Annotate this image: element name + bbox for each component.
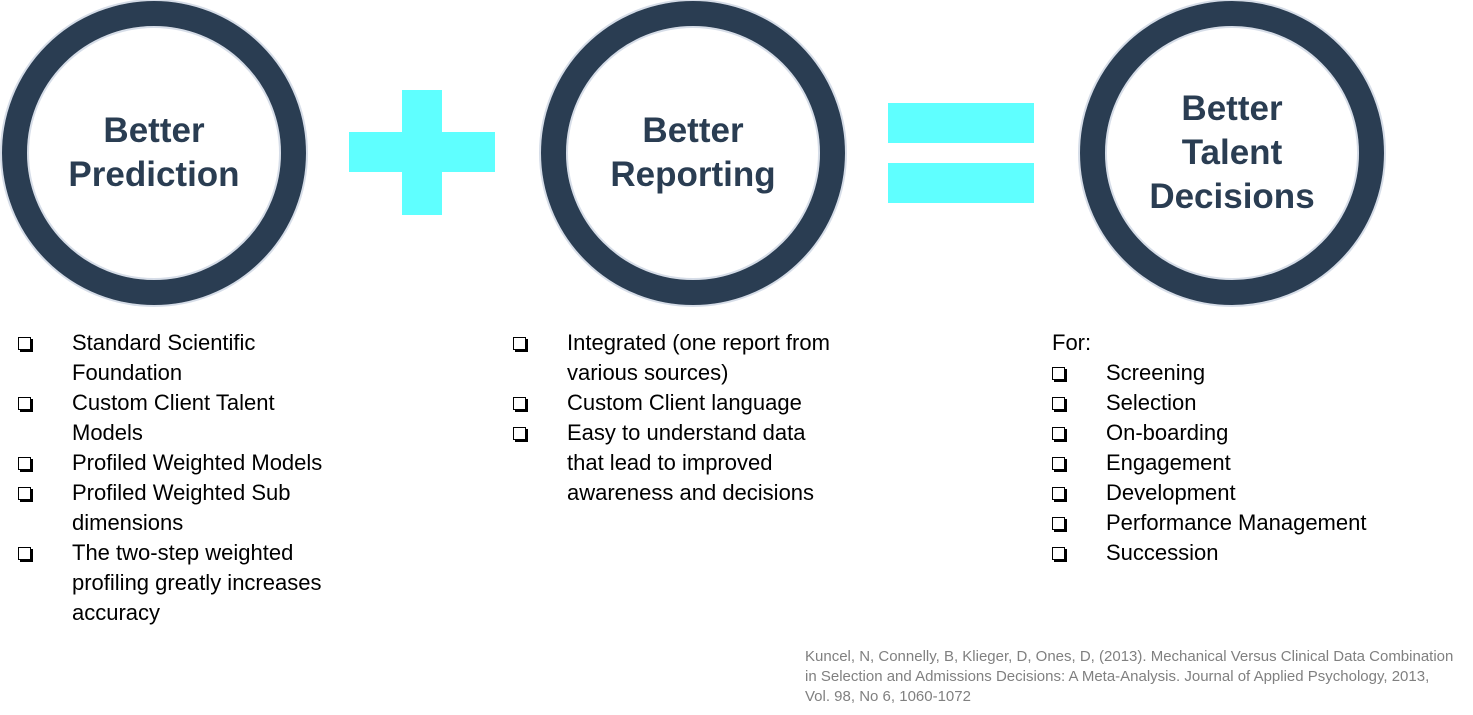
list-item-text: Custom Client language: [567, 390, 802, 415]
reporting-list: Integrated (one report from various sour…: [513, 328, 893, 508]
circle-title: Better Reporting: [610, 111, 776, 194]
list-item: Development: [1052, 478, 1452, 508]
list-item-text: Profiled Weighted Models: [72, 450, 323, 475]
list-item-text: Development: [1106, 480, 1236, 505]
checkbox-icon: [1052, 367, 1065, 380]
list-item: Custom Client Talent Models: [18, 388, 378, 448]
list-item: Integrated (one report from various sour…: [513, 328, 893, 388]
checkbox-icon: [1052, 427, 1065, 440]
checkbox-icon: [1052, 547, 1065, 560]
checkbox-icon: [1052, 457, 1065, 470]
list-item: The two-step weighted profiling greatly …: [18, 538, 378, 628]
circle-title: Better Prediction: [68, 111, 240, 194]
citation: Kuncel, N, Connelly, B, Klieger, D, Ones…: [805, 648, 1454, 705]
list-item: Selection: [1052, 388, 1452, 418]
checkbox-icon: [18, 337, 31, 350]
list-item: Succession: [1052, 538, 1452, 568]
checkbox-icon: [18, 547, 31, 560]
checkbox-icon: [18, 397, 31, 410]
checkbox-icon: [1052, 487, 1065, 500]
checkbox-icon: [1052, 397, 1065, 410]
list-item: Easy to understand data that lead to imp…: [513, 418, 893, 508]
list-item-text: Easy to understand data that lead to imp…: [567, 420, 815, 505]
list-item: Screening: [1052, 358, 1452, 388]
list-item-text: Succession: [1106, 540, 1219, 565]
list-item: Performance Management: [1052, 508, 1452, 538]
circle-better-talent-decisions: Better Talent Decisions: [1080, 1, 1384, 305]
list-item-text: On-boarding: [1106, 420, 1229, 445]
list-item: Standard Scientific Foundation: [18, 328, 378, 388]
list-item-text: Standard Scientific Foundation: [72, 330, 256, 385]
list-item-text: Screening: [1106, 360, 1206, 385]
list-item: Profiled Weighted Sub dimensions: [18, 478, 378, 538]
checkbox-icon: [513, 337, 526, 350]
checkbox-icon: [18, 457, 31, 470]
checkbox-icon: [18, 487, 31, 500]
circle-better-reporting: Better Reporting: [541, 1, 845, 305]
list-item: Custom Client language: [513, 388, 893, 418]
list-item-text: Integrated (one report from various sour…: [567, 330, 830, 385]
list-item-text: Performance Management: [1106, 510, 1367, 535]
decisions-heading: For:: [1052, 330, 1092, 355]
list-item-text: Custom Client Talent Models: [72, 390, 275, 445]
circle-better-prediction: Better Prediction: [2, 1, 306, 305]
circle-title: Better Talent Decisions: [1149, 89, 1315, 216]
list-item: Engagement: [1052, 448, 1452, 478]
list-item-text: The two-step weighted profiling greatly …: [72, 540, 322, 625]
checkbox-icon: [513, 427, 526, 440]
list-item-text: Selection: [1106, 390, 1197, 415]
list-item-text: Profiled Weighted Sub dimensions: [72, 480, 291, 535]
list-item-text: Engagement: [1106, 450, 1231, 475]
checkbox-icon: [1052, 517, 1065, 530]
list-item: Profiled Weighted Models: [18, 448, 378, 478]
list-item: On-boarding: [1052, 418, 1452, 448]
checkbox-icon: [513, 397, 526, 410]
